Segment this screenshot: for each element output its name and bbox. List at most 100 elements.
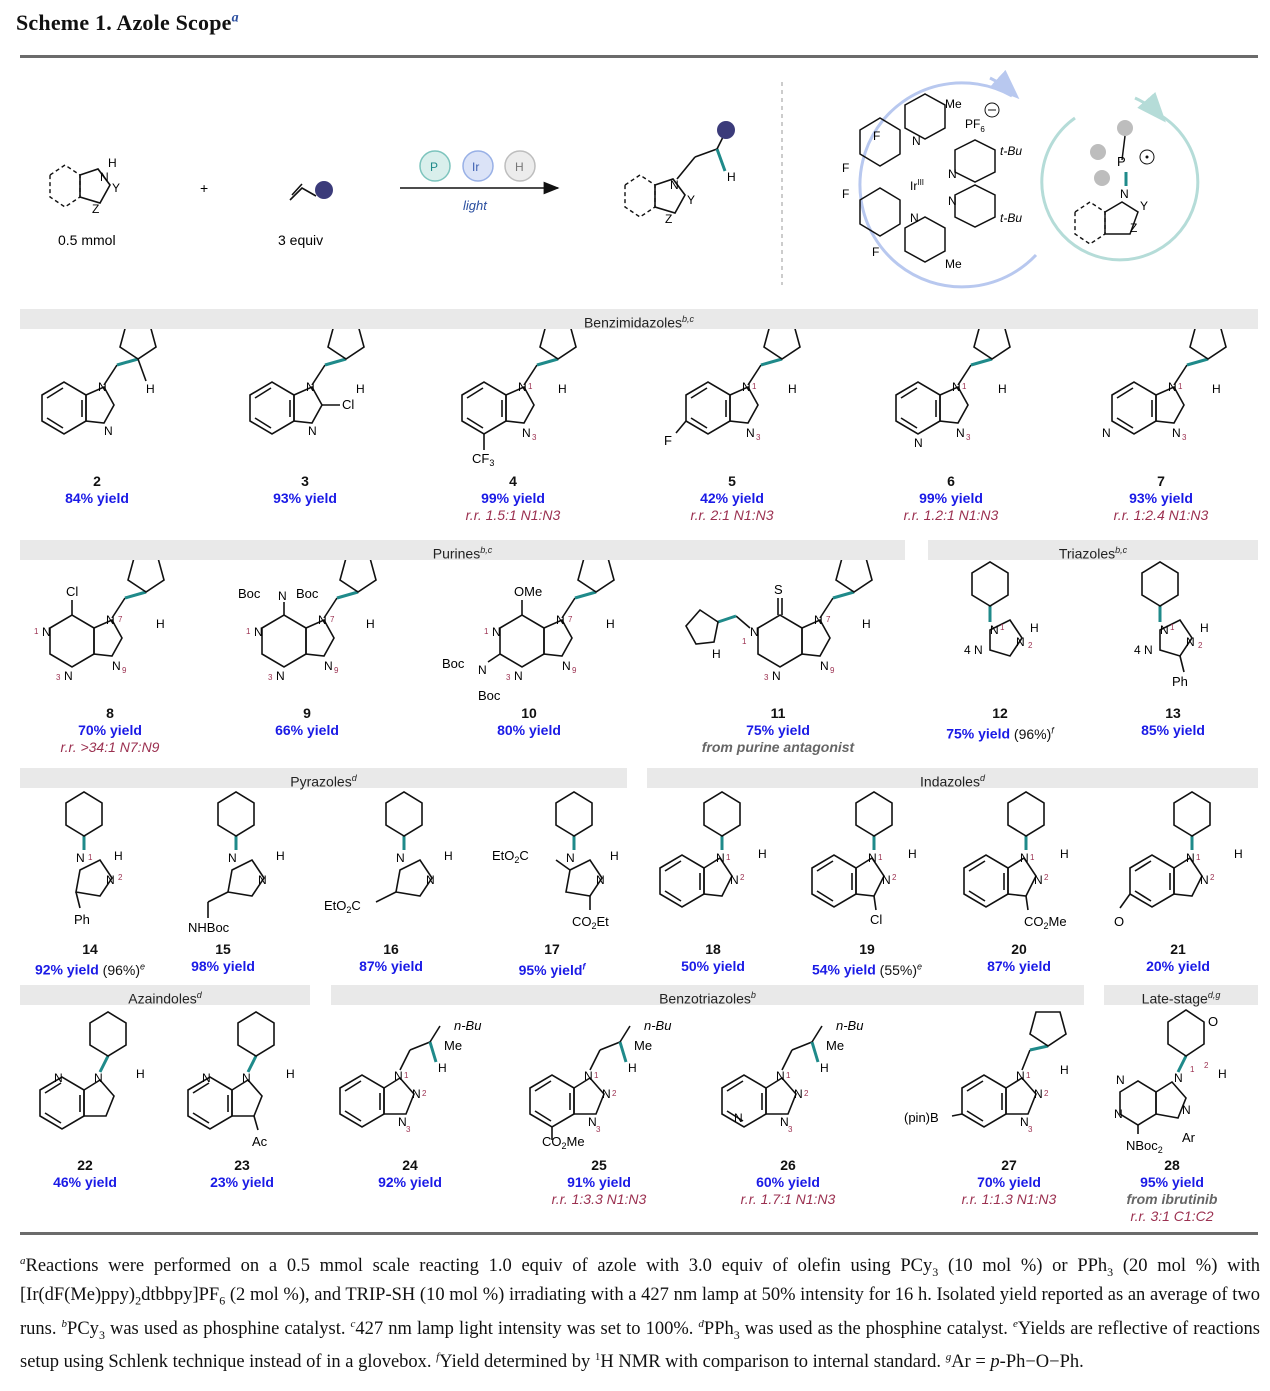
svg-text:3: 3: [788, 1125, 793, 1134]
svg-text:N: N: [716, 851, 725, 865]
svg-text:H: H: [1234, 847, 1243, 861]
svg-text:Z: Z: [92, 202, 99, 216]
svg-text:9: 9: [830, 666, 835, 675]
svg-text:N: N: [94, 1071, 103, 1085]
svg-text:N: N: [956, 426, 965, 440]
svg-text:N: N: [64, 669, 73, 683]
svg-text:3: 3: [506, 673, 511, 682]
svg-text:1: 1: [1178, 382, 1183, 391]
svg-text:N: N: [1168, 380, 1177, 394]
svg-text:H: H: [1030, 621, 1039, 635]
svg-text:N: N: [912, 134, 921, 148]
svg-text:N: N: [1182, 1103, 1191, 1117]
svg-text:1: 1: [88, 853, 93, 862]
svg-text:Y: Y: [1140, 199, 1148, 213]
svg-text:N: N: [394, 1069, 403, 1083]
footnote: aReactions were performed on a 0.5 mmol …: [20, 1255, 1260, 1373]
svg-text:(pin)B: (pin)B: [904, 1110, 939, 1125]
structure-28: N N N N NBoc2 Ar O 1 2 H: [1114, 1009, 1227, 1155]
svg-text:H: H: [156, 617, 165, 631]
svg-text:3: 3: [268, 673, 273, 682]
svg-text:3: 3: [756, 433, 761, 442]
svg-text:H: H: [1200, 621, 1209, 635]
phosphoranyl-radical: P N Y Z: [1040, 92, 1200, 262]
svg-text:N: N: [306, 380, 315, 394]
svg-text:3: 3: [1182, 433, 1187, 442]
amount-label: 0.5 mmol: [58, 232, 116, 248]
svg-text:3: 3: [1028, 1125, 1033, 1134]
svg-text:+: +: [200, 180, 208, 196]
section-pyrazoles: Pyrazolesd: [20, 768, 627, 790]
svg-text:N: N: [278, 589, 287, 603]
svg-text:N: N: [814, 613, 823, 627]
svg-text:H: H: [1060, 847, 1069, 861]
svg-text:Boc: Boc: [238, 586, 261, 601]
svg-text:N: N: [780, 1115, 789, 1129]
product-general: N Y Z H: [624, 121, 736, 226]
svg-text:1: 1: [34, 627, 39, 636]
svg-text:7: 7: [826, 615, 831, 624]
olefin-reactant: [289, 181, 333, 201]
svg-text:N: N: [1172, 426, 1181, 440]
svg-text:H: H: [727, 170, 736, 184]
top-rule: [20, 55, 1258, 58]
svg-text:H: H: [444, 849, 453, 863]
svg-text:1: 1: [1196, 853, 1201, 862]
structure-17: N N EtO2C CO2Et H: [492, 791, 619, 931]
svg-text:N: N: [258, 873, 267, 887]
svg-text:F: F: [873, 129, 880, 143]
svg-text:1: 1: [742, 637, 747, 646]
svg-text:2: 2: [118, 873, 123, 882]
svg-text:PF6: PF6: [965, 117, 985, 134]
svg-text:H: H: [998, 382, 1007, 396]
svg-text:F: F: [842, 187, 849, 201]
svg-text:1: 1: [726, 853, 731, 862]
svg-text:S: S: [774, 582, 783, 597]
svg-text:N: N: [1114, 1107, 1123, 1121]
section-benzimidazoles: Benzimidazolesb,c: [20, 309, 1258, 331]
svg-text:7: 7: [118, 615, 123, 624]
svg-text:Boc: Boc: [442, 656, 465, 671]
svg-text:Boc: Boc: [478, 688, 501, 703]
section-azaindoles: Azaindolesd: [20, 985, 310, 1007]
svg-text:n-Bu: n-Bu: [644, 1018, 671, 1033]
svg-text:Y: Y: [112, 181, 120, 195]
svg-text:H: H: [366, 617, 375, 631]
svg-text:Me: Me: [945, 97, 962, 111]
svg-text:N: N: [104, 424, 113, 438]
section-benzotriazoles: Benzotriazolesb: [331, 985, 1084, 1007]
svg-text:N: N: [514, 669, 523, 683]
scheme-title: Scheme 1. Azole Scopea: [16, 10, 239, 35]
svg-text:2: 2: [1204, 1061, 1209, 1070]
svg-text:t-Bu: t-Bu: [1000, 144, 1022, 158]
svg-text:N: N: [596, 873, 605, 887]
svg-text:N: N: [730, 873, 739, 887]
svg-text:N: N: [518, 380, 527, 394]
svg-text:2: 2: [804, 1089, 809, 1098]
svg-text:1: 1: [1000, 623, 1005, 632]
svg-text:2: 2: [1198, 641, 1203, 650]
svg-text:CO2Me: CO2Me: [542, 1134, 585, 1151]
svg-text:N: N: [750, 625, 759, 639]
svg-text:N: N: [1186, 851, 1195, 865]
section-indazoles: Indazolesd: [647, 768, 1258, 790]
svg-text:t-Bu: t-Bu: [1000, 211, 1022, 225]
svg-text:N: N: [556, 613, 565, 627]
svg-text:N: N: [1020, 1115, 1029, 1129]
svg-text:1: 1: [1026, 1071, 1031, 1080]
svg-text:H: H: [862, 617, 871, 631]
svg-text:H: H: [515, 160, 524, 174]
structure-2: NN H: [41, 324, 157, 438]
